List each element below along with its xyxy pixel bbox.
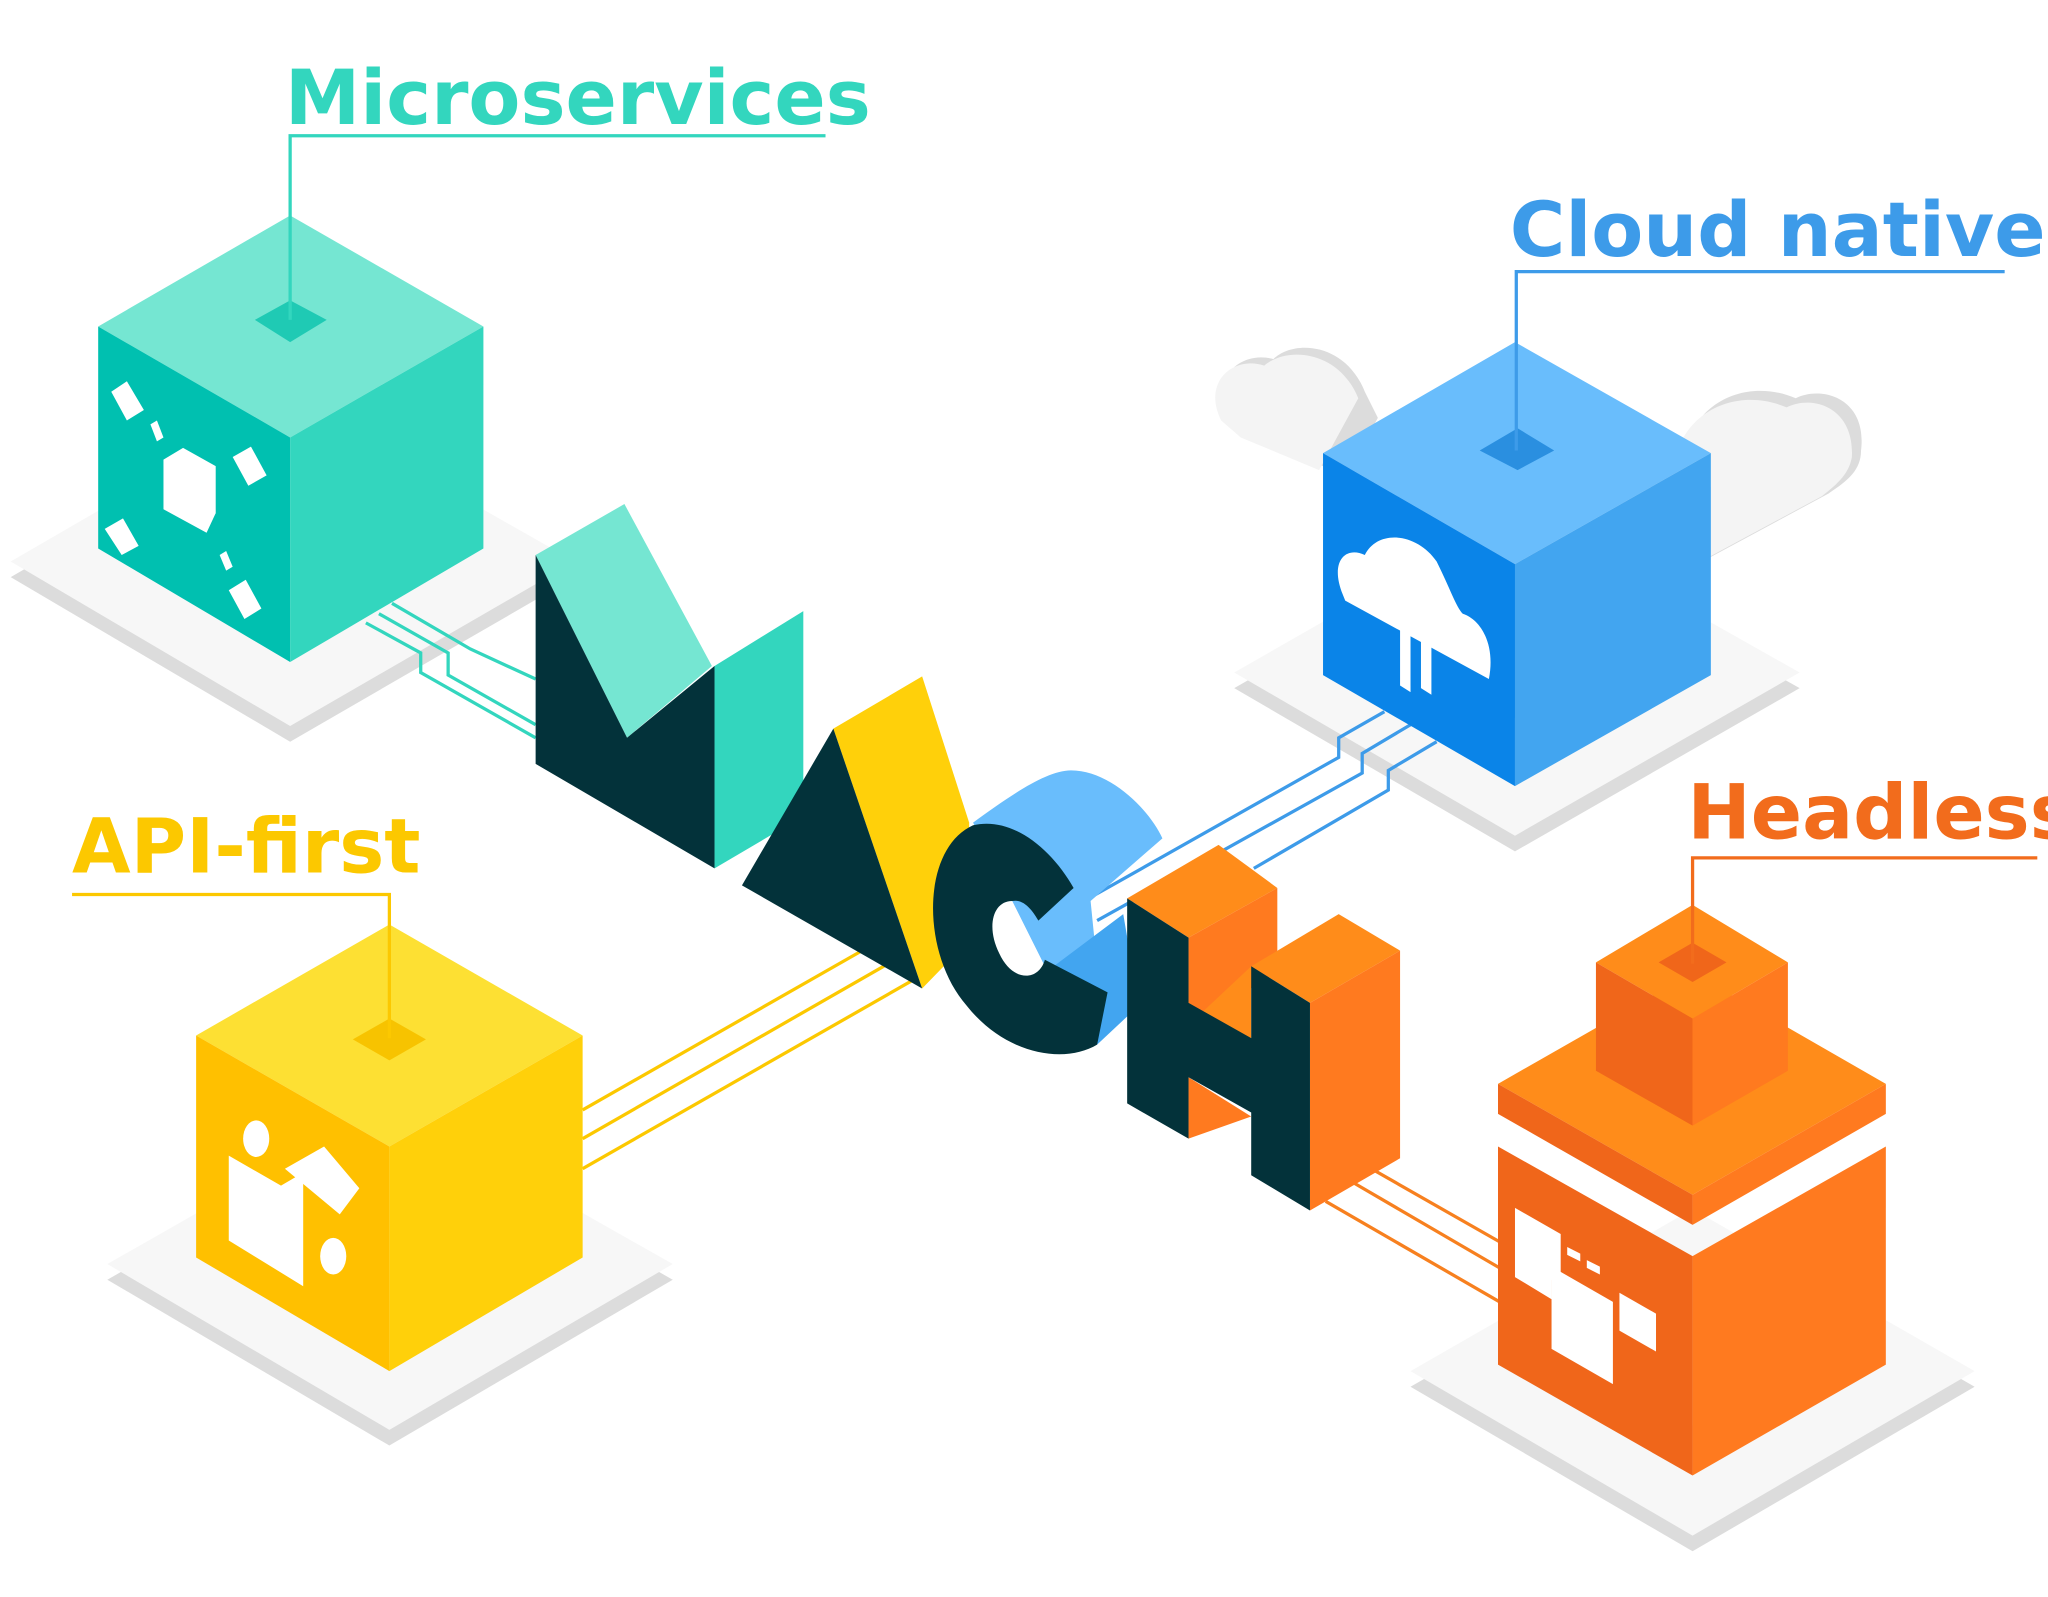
connector-cloud-native — [1083, 710, 1438, 923]
mach-logo — [535, 504, 1401, 1211]
cloud-native-cube — [1323, 342, 1711, 787]
letter-m — [535, 504, 804, 869]
headless-label: Headless — [1687, 768, 2048, 856]
letter-h — [1127, 844, 1401, 1211]
microservices-label: Microservices — [285, 54, 871, 142]
microservices-cube — [98, 215, 484, 663]
label-api-first: API-first — [72, 802, 421, 1039]
letter-c — [933, 770, 1163, 1055]
label-microservices: Microservices — [285, 54, 871, 320]
windows-icon — [1514, 1207, 1657, 1385]
connector-headless — [1324, 1167, 1503, 1305]
connector-microservices — [365, 601, 537, 740]
headless-cube — [1498, 904, 1886, 1476]
network-icon — [104, 381, 267, 619]
cloud-native-label: Cloud native — [1510, 186, 2046, 274]
api-plug-icon — [228, 1120, 360, 1287]
connector-api-first — [581, 949, 916, 1171]
api-first-label: API-first — [72, 802, 420, 890]
label-headless: Headless — [1687, 768, 2048, 964]
label-cloud-native: Cloud native — [1510, 186, 2046, 451]
cloud-storage-icon — [1337, 537, 1491, 695]
